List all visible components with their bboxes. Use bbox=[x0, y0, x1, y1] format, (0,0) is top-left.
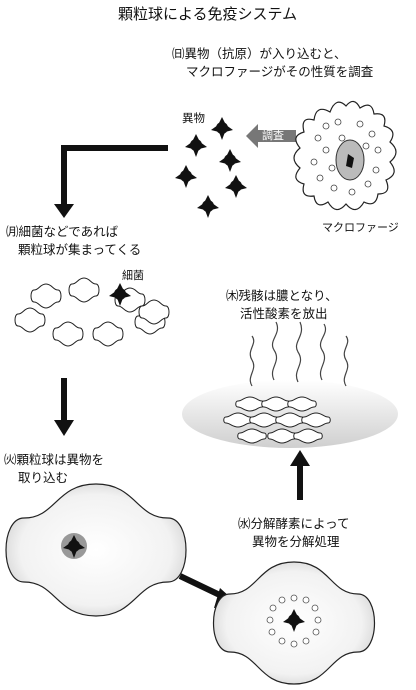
step-thu-line1: ㈭残骸は膿となり、 bbox=[226, 288, 338, 303]
step-mon-line2: 顆粒球が集まってくる bbox=[18, 242, 142, 257]
step-tue-line2: 取り込む bbox=[18, 470, 69, 485]
foreign-label: 異物 bbox=[182, 111, 205, 125]
step-wed-line2: 異物を分解処理 bbox=[252, 534, 340, 549]
investigate-label: 調査 bbox=[262, 129, 284, 142]
macrophage-label: マクロファージ bbox=[322, 221, 399, 234]
foreign-body-cluster bbox=[175, 117, 247, 218]
step-mon-line1: ㈪細菌などであれば bbox=[6, 224, 119, 239]
step-wed-line1: ㈬分解酵素によって bbox=[238, 516, 350, 531]
step-sun-line2: マクロファージがその性質を調査 bbox=[186, 64, 374, 79]
flow-arrow-2 bbox=[54, 378, 74, 436]
granulocyte-engulfing bbox=[5, 483, 187, 617]
diagram-title: 顆粒球による免疫システム bbox=[118, 5, 298, 23]
bacteria-label: 細菌 bbox=[122, 269, 144, 282]
pus-area bbox=[182, 321, 398, 448]
granulocyte-cluster bbox=[14, 277, 170, 347]
macrophage bbox=[293, 100, 397, 211]
investigate-arrow bbox=[246, 124, 296, 148]
step-sun-line1: ㈰異物（抗原）が入り込むと、 bbox=[172, 46, 347, 61]
flow-arrow-1 bbox=[54, 145, 168, 218]
flow-arrow-4 bbox=[290, 450, 310, 500]
step-thu-line2: 活性酸素を放出 bbox=[240, 306, 328, 321]
step-tue-line1: ㈫顆粒球は異物を bbox=[4, 452, 105, 467]
granulocyte-digesting bbox=[213, 561, 375, 685]
